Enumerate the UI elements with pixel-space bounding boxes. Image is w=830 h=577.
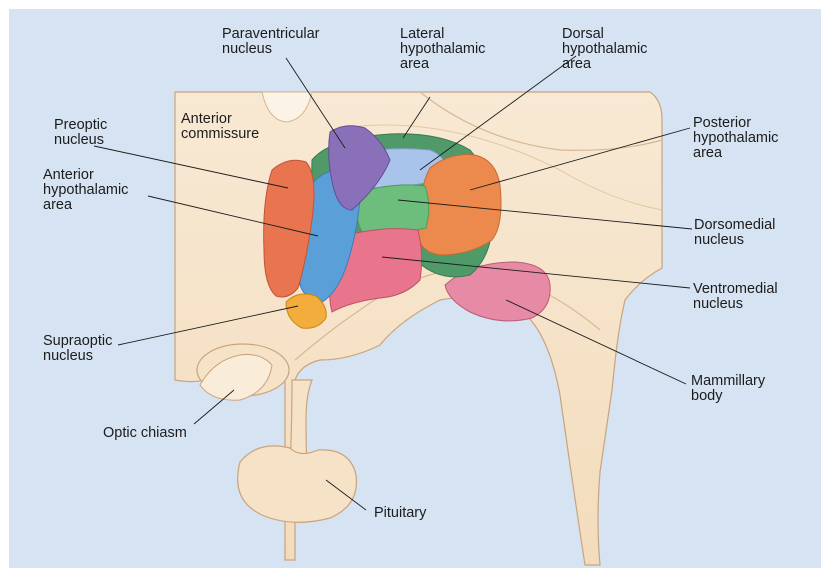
label-preoptic-nucleus: Preoptic nucleus — [54, 118, 107, 148]
label-anterior-commissure: Anterior commissure — [181, 112, 259, 142]
label-posterior-hypothalamic-area: Posterior hypothalamic area — [693, 116, 778, 161]
label-pituitary: Pituitary — [374, 506, 426, 521]
label-dorsomedial-nucleus: Dorsomedial nucleus — [694, 218, 775, 248]
label-paraventricular-nucleus: Paraventricular nucleus — [222, 27, 320, 57]
label-anterior-hypothalamic-area: Anterior hypothalamic area — [43, 168, 128, 213]
posterior-hypothalamic-area-shape — [418, 155, 501, 255]
label-ventromedial-nucleus: Ventromedial nucleus — [693, 282, 778, 312]
pituitary-gland — [238, 446, 357, 522]
label-optic-chiasm: Optic chiasm — [103, 426, 187, 441]
label-supraoptic-nucleus: Supraoptic nucleus — [43, 334, 112, 364]
label-lateral-hypothalamic-area: Lateral hypothalamic area — [400, 27, 485, 72]
label-mammillary-body: Mammillary body — [691, 374, 765, 404]
label-dorsal-hypothalamic-area: Dorsal hypothalamic area — [562, 27, 647, 72]
